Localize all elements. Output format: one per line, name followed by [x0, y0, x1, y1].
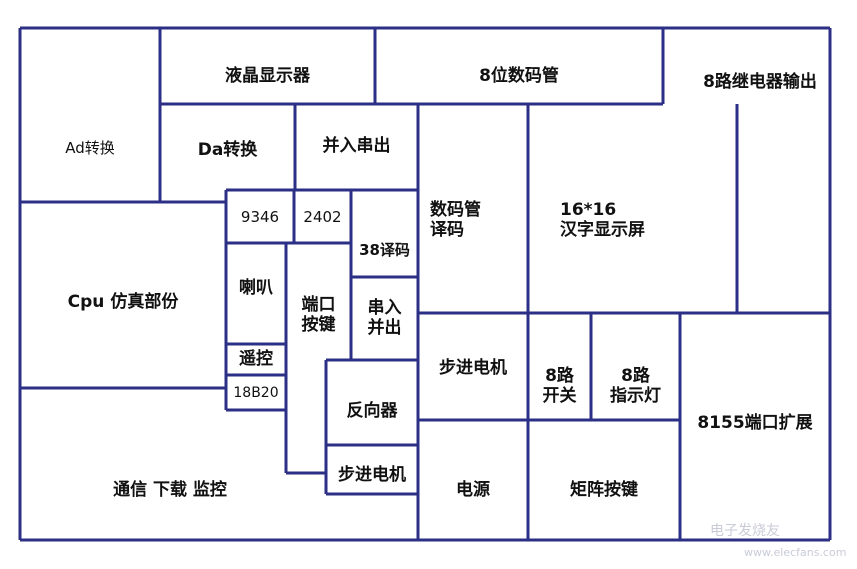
block-stepper-2: 步进电机 [338, 465, 406, 485]
block-38dec: 38译码 [359, 241, 410, 259]
block-2402: 2402 [303, 208, 342, 226]
block-matrix: 矩阵按键 [570, 480, 638, 500]
block-8-led: 8路 指示灯 [610, 366, 661, 406]
block-speaker: 喇叭 [239, 278, 273, 298]
block-comm: 通信 下载 监控 [113, 480, 227, 500]
block-ad: Ad转换 [65, 139, 115, 157]
block-segdec: 数码管 译码 [430, 200, 481, 240]
watermark-url: www.elecfans.com [744, 546, 847, 559]
block-da: Da转换 [197, 140, 258, 160]
block-pis: 并入串出 [322, 136, 391, 156]
block-seg: 8位数码管 [479, 66, 559, 86]
block-power: 电源 [456, 480, 490, 500]
block-sipo: 串入 并出 [367, 298, 402, 338]
block-inverter: 反向器 [346, 401, 398, 421]
block-8155: 8155端口扩展 [697, 413, 813, 433]
block-hz: 16*16 汉字显示屏 [560, 200, 645, 240]
block-stepper-1: 步进电机 [439, 358, 507, 378]
watermark-logo: 电子发烧友 [710, 523, 780, 539]
block-cpu: Cpu 仿真部份 [67, 292, 179, 312]
block-relay: 8路继电器输出 [703, 72, 817, 92]
block-lcd: 液晶显示器 [225, 66, 310, 86]
block-18b20: 18B20 [233, 385, 279, 401]
block-port-keys: 端口 按键 [301, 295, 336, 335]
block-8-switch: 8路 开关 [542, 366, 577, 406]
block-9346: 9346 [240, 208, 280, 226]
block-ir: 遥控 [239, 349, 273, 369]
